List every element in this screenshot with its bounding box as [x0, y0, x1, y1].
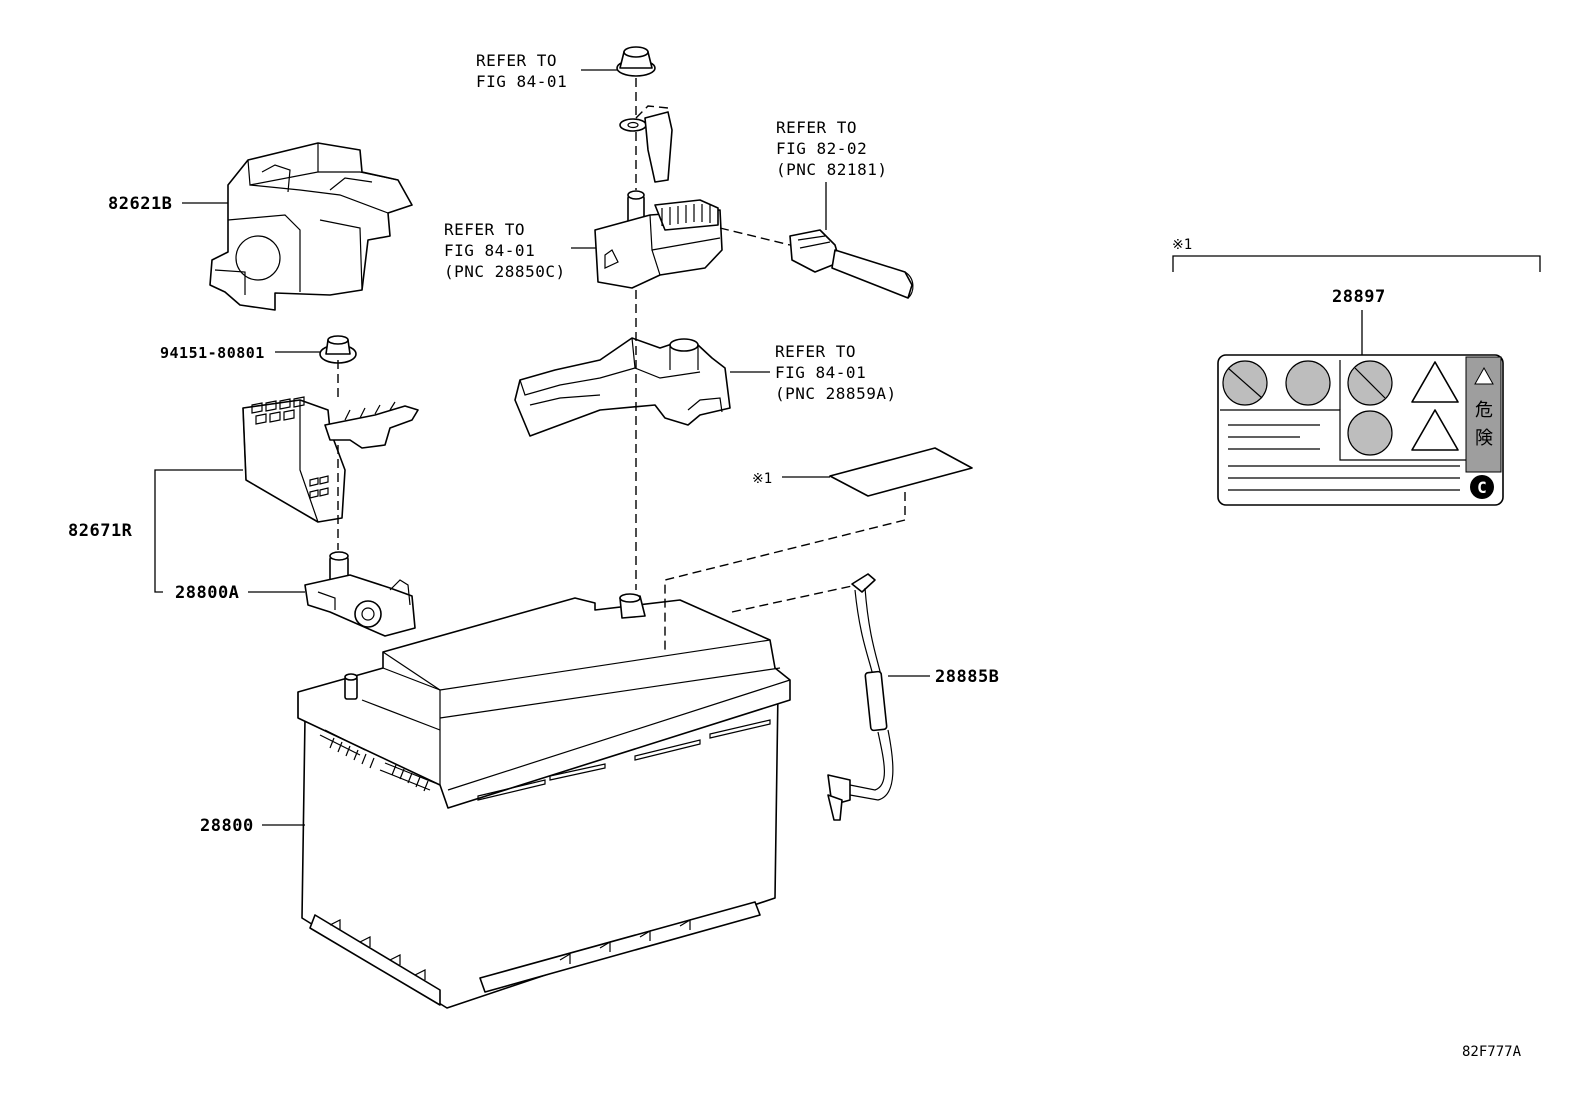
terminal-clamp-28800a[interactable]	[304, 551, 416, 637]
assembly-guide-lines	[337, 78, 906, 650]
connector-82181[interactable]	[789, 229, 914, 299]
top-nut[interactable]	[616, 46, 656, 77]
note-mark-detail: ※1	[1172, 237, 1192, 253]
terminal-cover-82621b[interactable]	[209, 142, 413, 311]
battery-cover-28859a[interactable]	[514, 337, 731, 437]
label-94151-80801[interactable]: 94151-80801	[160, 344, 265, 362]
label-28897[interactable]: 28897	[1332, 287, 1386, 307]
refer-cover-line1: REFER TO	[775, 342, 856, 361]
label-28800[interactable]: 28800	[200, 816, 254, 836]
refer-terminal-line3: (PNC 28850C)	[444, 262, 566, 281]
refer-top-line2: FIG 84-01	[476, 72, 567, 91]
refer-cover-line2: FIG 84-01	[775, 363, 866, 382]
refer-connector-line1: REFER TO	[776, 118, 857, 137]
caution-label-detail-28897: C 危 険	[1217, 354, 1504, 506]
label-28885b[interactable]: 28885B	[935, 667, 999, 687]
nut-94151-80801[interactable]	[319, 335, 357, 364]
washer-clamp[interactable]	[619, 111, 673, 183]
figure-code: 82F777A	[1462, 1044, 1522, 1060]
label-82671r[interactable]: 82671R	[68, 521, 133, 541]
label-28800a[interactable]: 28800A	[175, 583, 239, 603]
refer-cover-line3: (PNC 28859A)	[775, 384, 897, 403]
refer-cover[interactable]: REFER TO FIG 84-01 (PNC 28859A)	[775, 342, 897, 403]
refer-terminal[interactable]: REFER TO FIG 84-01 (PNC 28850C)	[444, 220, 566, 281]
terminal-cap-82671r[interactable]	[242, 396, 419, 523]
refer-connector[interactable]: REFER TO FIG 82-02 (PNC 82181)	[776, 118, 887, 179]
refer-connector-line2: FIG 82-02	[776, 139, 867, 158]
label-corner-mark: C	[1477, 478, 1487, 497]
label-82621b[interactable]: 82621B	[108, 194, 172, 214]
warning-icons	[1222, 360, 1459, 456]
caution-label-sheet[interactable]	[829, 447, 973, 497]
refer-connector-line3: (PNC 82181)	[776, 160, 887, 179]
refer-top-line1: REFER TO	[476, 51, 557, 70]
refer-terminal-line1: REFER TO	[444, 220, 525, 239]
vent-hose-28885b[interactable]	[827, 573, 894, 821]
label-kanji-2: 険	[1475, 428, 1493, 449]
note-mark-sheet: ※1	[752, 471, 772, 487]
refer-terminal-line2: FIG 84-01	[444, 241, 535, 260]
refer-top[interactable]: REFER TO FIG 84-01	[476, 51, 567, 91]
label-kanji-1: 危	[1475, 400, 1493, 421]
terminal-assembly-28850c[interactable]	[594, 190, 723, 289]
battery-28800[interactable]	[297, 593, 791, 1009]
